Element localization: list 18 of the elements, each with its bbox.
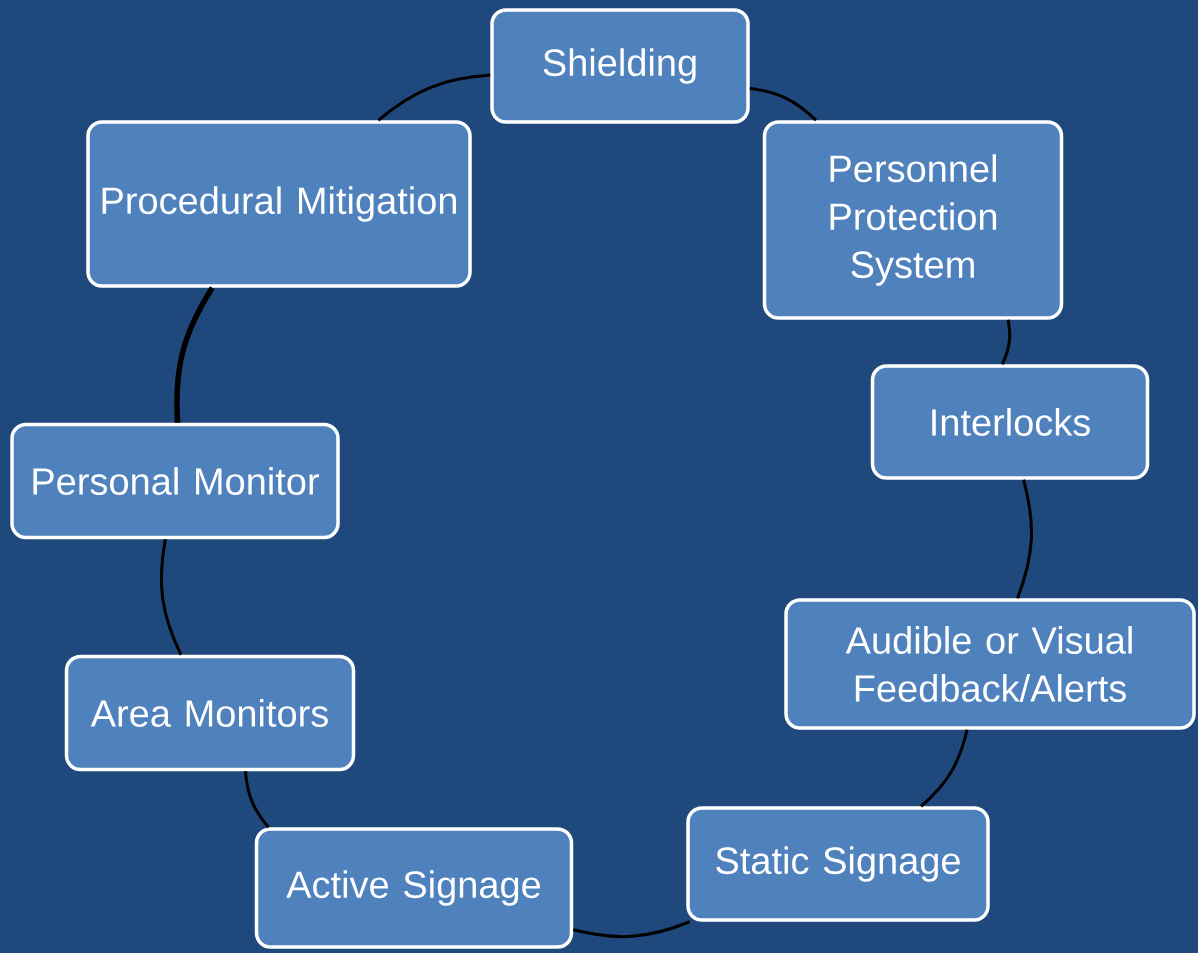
- process-box: Interlocks: [870, 364, 1150, 480]
- process-box: Procedural Mitigation: [86, 120, 472, 288]
- connector: [920, 729, 969, 808]
- connector: [377, 73, 491, 122]
- connector: [174, 286, 215, 423]
- process-box: Audible or Visual Feedback/Alerts: [784, 598, 1196, 730]
- process-box: Active Signage: [254, 827, 574, 949]
- connector: [1000, 319, 1012, 365]
- connector: [749, 86, 817, 122]
- process-box: Area Monitors: [64, 654, 356, 772]
- process-box: Personnel Protection System: [762, 120, 1064, 320]
- connector: [572, 920, 691, 939]
- connector: [1016, 479, 1033, 599]
- connector: [243, 771, 270, 829]
- process-box: Personal Monitor: [10, 422, 340, 540]
- process-box: Static Signage: [686, 806, 990, 922]
- process-box: Shielding: [490, 8, 750, 124]
- connector: [159, 539, 183, 656]
